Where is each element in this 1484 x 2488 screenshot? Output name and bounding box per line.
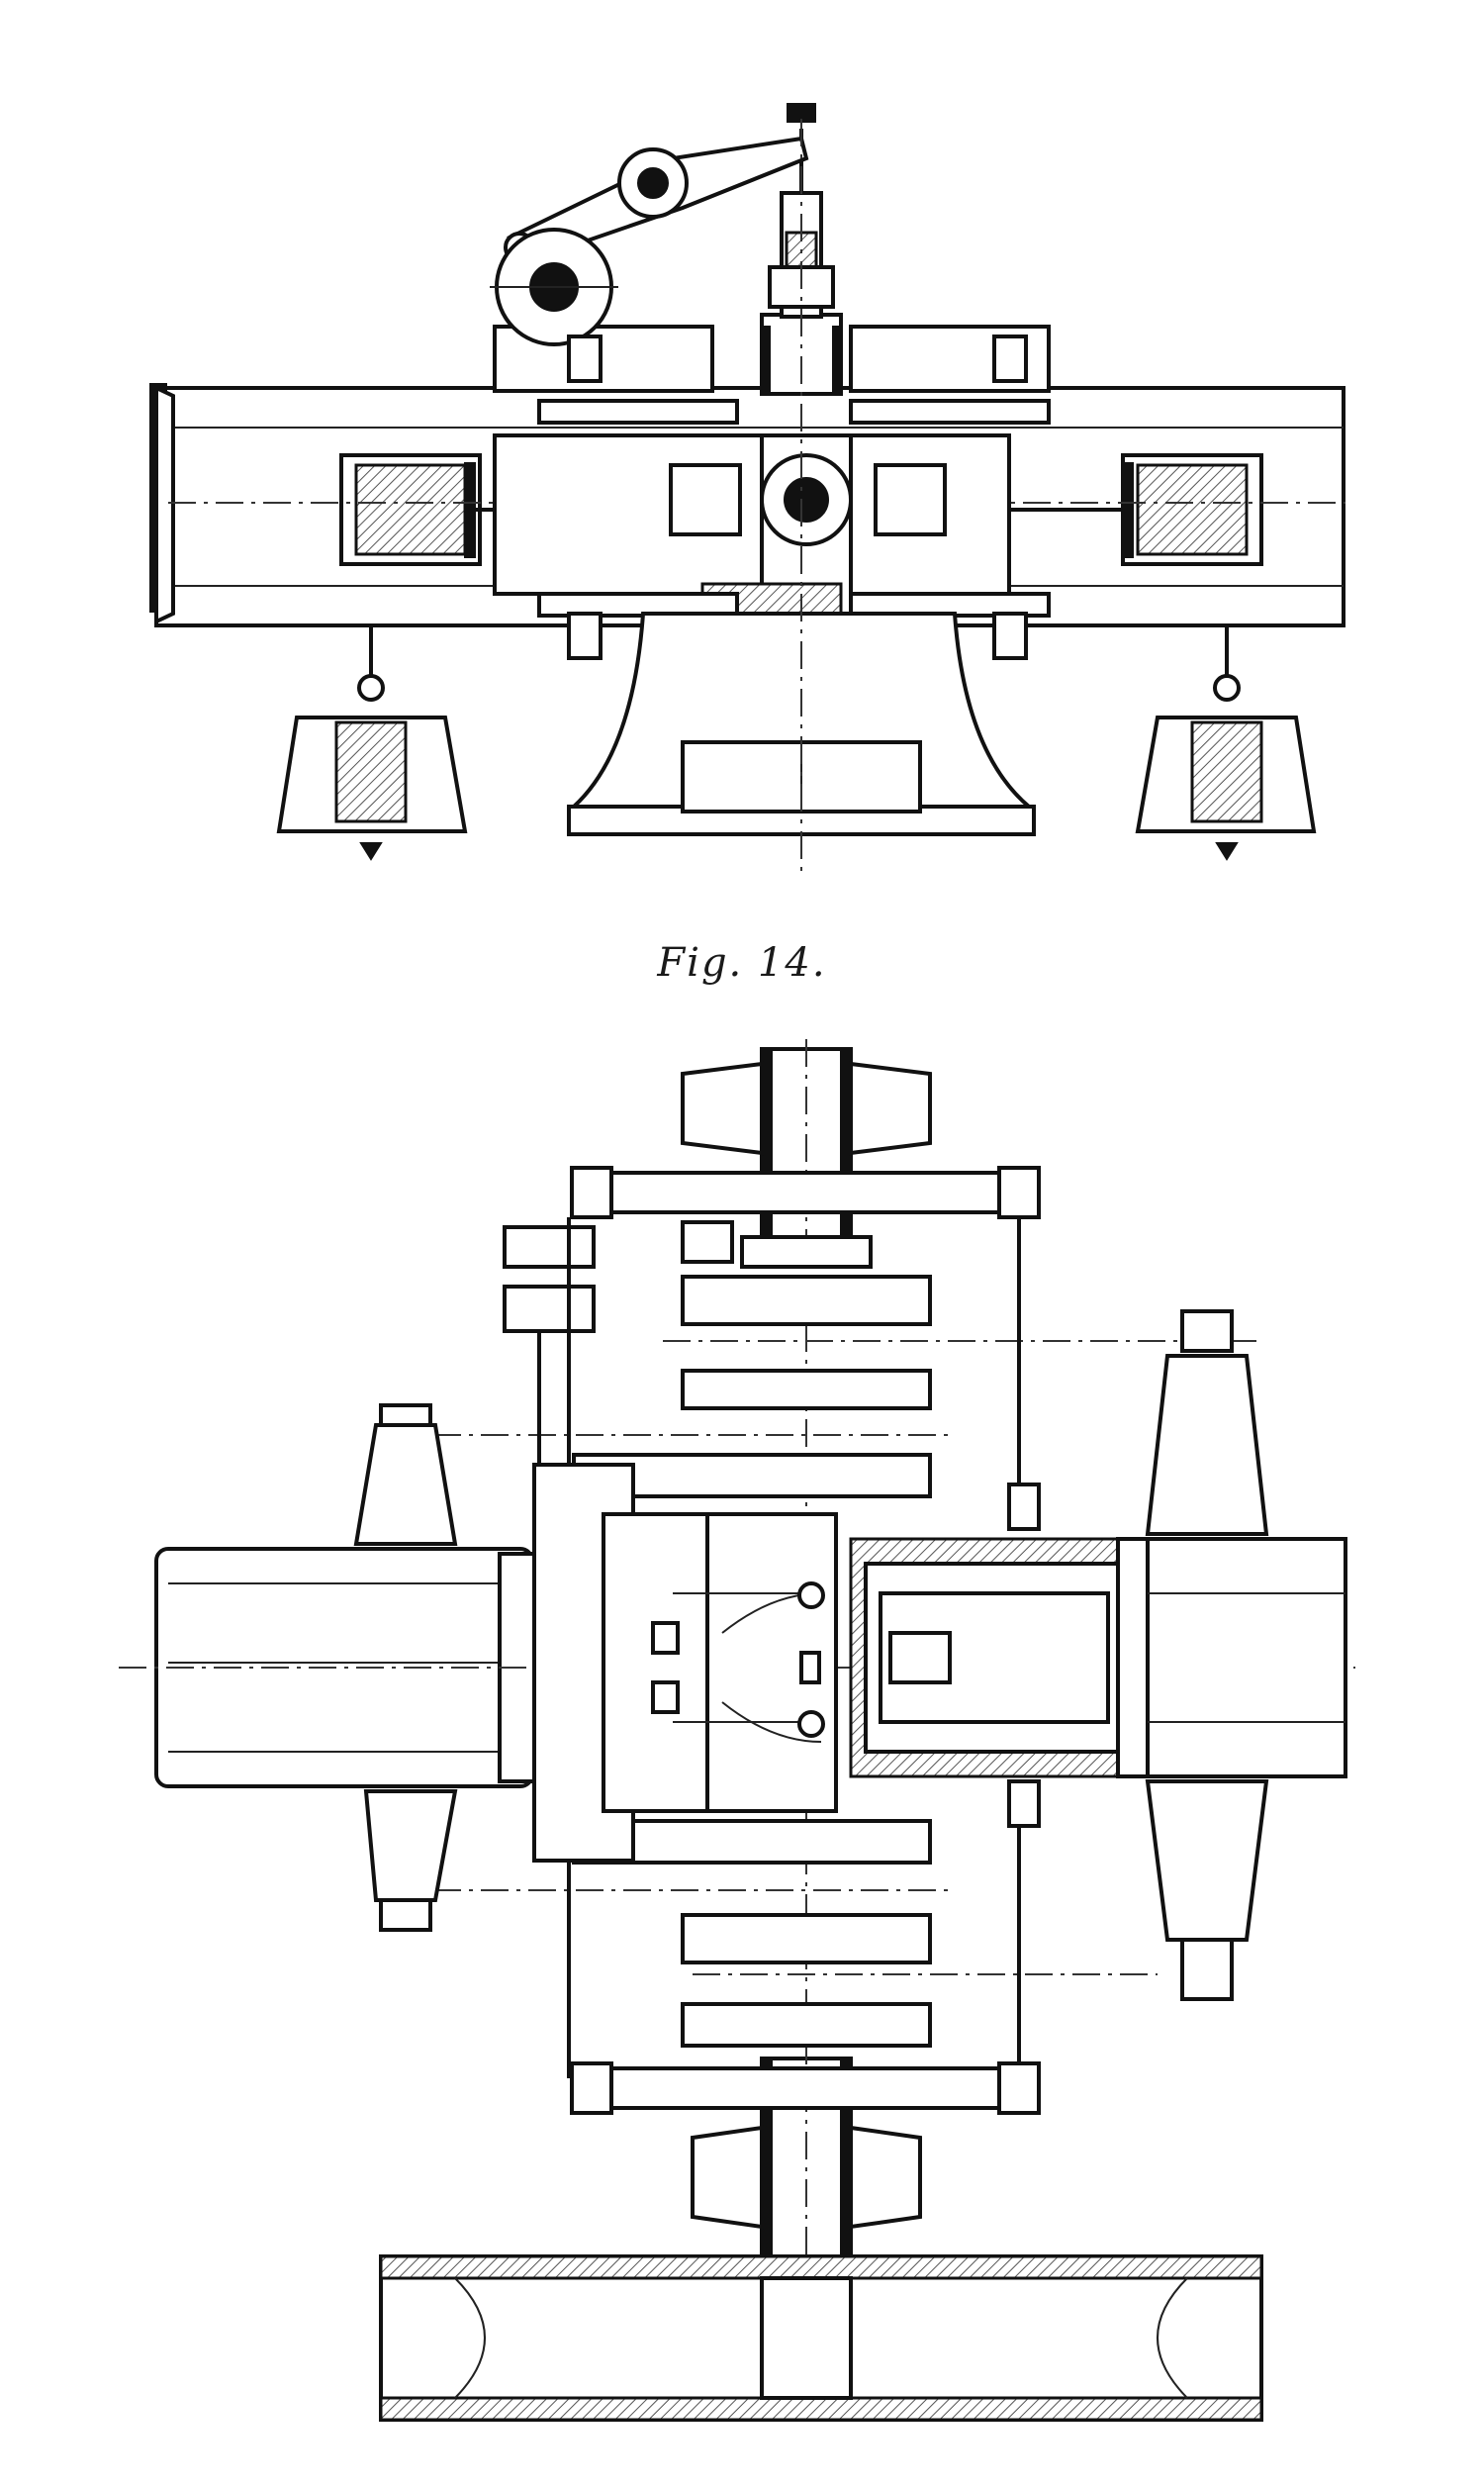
right-crosshead <box>1145 1309 1269 2001</box>
flywheel-pulley <box>379 2254 1263 2422</box>
top-bearings <box>681 1061 932 1269</box>
central-cylinder-plan <box>532 1463 838 1863</box>
top-boss-right <box>992 335 1028 383</box>
right-cylinder-plan <box>849 1537 1347 1778</box>
crank-webs-lower <box>386 1819 1158 2048</box>
crank-webs-upper <box>386 1275 1256 1498</box>
left-piston <box>339 453 482 566</box>
left-crosshead <box>353 1403 458 1932</box>
right-piston <box>1121 453 1263 566</box>
cam-disc <box>490 228 618 346</box>
top-boss-left <box>567 335 603 383</box>
valve-spindle <box>768 103 835 319</box>
figure-caption: Fig. 14. <box>657 940 827 986</box>
bottom-boss-right <box>992 612 1028 660</box>
bottom-boss-left <box>567 612 603 660</box>
upper-frame-beam <box>503 1166 1041 1333</box>
bottom-bearings <box>570 2061 1041 2230</box>
central-crank-housing <box>493 433 1011 616</box>
left-spring-support <box>276 625 468 861</box>
right-spring-support <box>1135 625 1317 861</box>
right-tie-boss-lower <box>1007 1779 1041 1828</box>
right-tie-boss-upper <box>1007 1483 1041 1531</box>
elevation-section-view <box>149 103 1345 871</box>
plan-section-view <box>119 1039 1355 2422</box>
pedestal-base <box>567 119 1036 871</box>
